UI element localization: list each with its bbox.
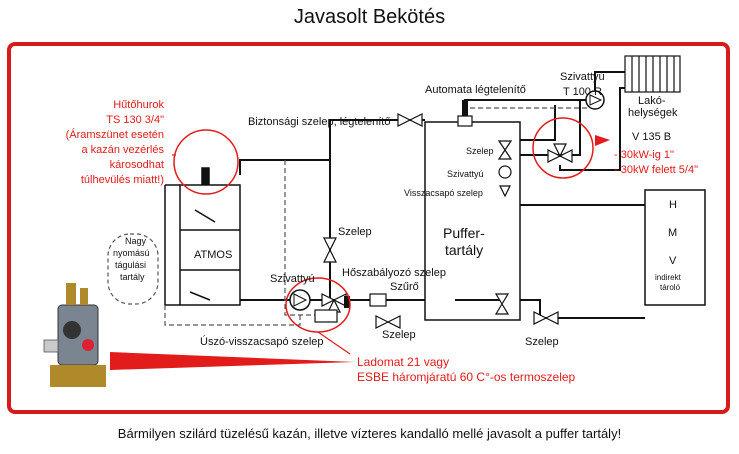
automata-ventil-stem (462, 100, 468, 116)
hmv-h: H (669, 199, 677, 211)
expansion-tank (107, 233, 159, 305)
filter-icon (369, 293, 387, 307)
kw1-note: - 30kW-ig 1" (614, 149, 674, 161)
boiler-atmos (164, 167, 241, 306)
indirekt-label-1: indirekt (655, 273, 682, 282)
szelep-bottom-mid-label: Szelep (382, 329, 416, 341)
ladomat-pointer (317, 331, 351, 355)
hutohurok-highlight (173, 129, 239, 195)
automata-label: Automata légtelenítő (425, 84, 526, 96)
atmos-label: ATMOS (194, 249, 232, 261)
hoszabalyozo-label: Hőszabályozó szelep (342, 267, 446, 279)
lako-label-2: helységek (628, 107, 678, 119)
nagy-label-3: tágulási (115, 260, 146, 270)
pump-puffer-icon (498, 165, 512, 179)
page-title: Javasolt Bekötés (293, 6, 446, 28)
caption: Bármilyen szilárd tüzelésű kazán, illetv… (117, 426, 622, 441)
nagy-label-2: nyomású (113, 248, 150, 258)
szivattyu-top-label: Szivattyú (560, 71, 605, 83)
hmv-tank (644, 189, 706, 306)
szelep-bottom-right-label: Szelep (525, 336, 559, 348)
kw2-note: - 30kW felett 5/4" (614, 164, 698, 176)
puffer-label-1: Puffer- (443, 225, 485, 241)
t100r-label: T 100 R (563, 86, 602, 98)
szelep-mid-label: Szelep (338, 226, 372, 238)
szivattyu-puffer-label: Szivattyú (447, 169, 484, 179)
hutohurok-line-1: Hűtőhurok (113, 99, 164, 111)
pump-left-icon (289, 289, 311, 311)
hmv-m: M (668, 227, 677, 239)
nagy-label-4: tartály (120, 272, 145, 282)
szuro-label: Szűrő (390, 281, 419, 293)
puffer-label-2: tartály (445, 242, 483, 258)
ladomat-note-2: ESBE háromjáratú 60 C°-os termoszelep (357, 370, 576, 384)
pump-station-image (43, 283, 106, 387)
szivattyu-left-label: Szivattyú (270, 273, 315, 285)
v135b-label: V 135 B (632, 131, 671, 143)
v135b-highlight (532, 117, 594, 179)
hutohurok-line-6: túlhevülés miatt!) (81, 174, 164, 186)
hutohurok-line-2: TS 130 3/4" (106, 114, 164, 126)
nagy-label-1: Nagy (125, 236, 147, 246)
radiator-icon (624, 55, 681, 93)
hutohurok-line-3: (Áramszünet esetén (66, 128, 164, 141)
pump-station-pointer (110, 352, 355, 370)
lako-label-1: Lakó- (638, 95, 666, 107)
hmv-v: V (669, 255, 677, 267)
hutohurok-line-5: károsodhat (110, 159, 164, 171)
ladomat-note-1: Ladomat 21 vagy (357, 355, 449, 369)
thermo-sensor-icon (344, 296, 350, 308)
automata-ventil-icon (457, 115, 473, 127)
hutohurok-line-4: a kazán vezérlés (81, 144, 164, 156)
indirekt-label-2: tároló (660, 283, 681, 292)
red-frame (7, 42, 730, 414)
pump-top-icon (585, 90, 605, 110)
valve-bow-tie-icons (321, 113, 573, 329)
uszo-label: Úszó-visszacsapó szelep (200, 335, 324, 348)
ladomat-body-icon (314, 309, 338, 323)
visszacsapo-label: Visszacsapó szelep (404, 188, 483, 198)
dashed-line-uszo (164, 305, 301, 326)
szelep-puffer-label: Szelep (466, 146, 494, 156)
v135b-pointer (595, 135, 610, 146)
biztonsagi-label: Biztonsági szelep, légtelenítő (248, 116, 390, 128)
hutohurok-note: Hűtőhurok TS 130 3/4" (Áramszünet esetén… (66, 99, 165, 186)
